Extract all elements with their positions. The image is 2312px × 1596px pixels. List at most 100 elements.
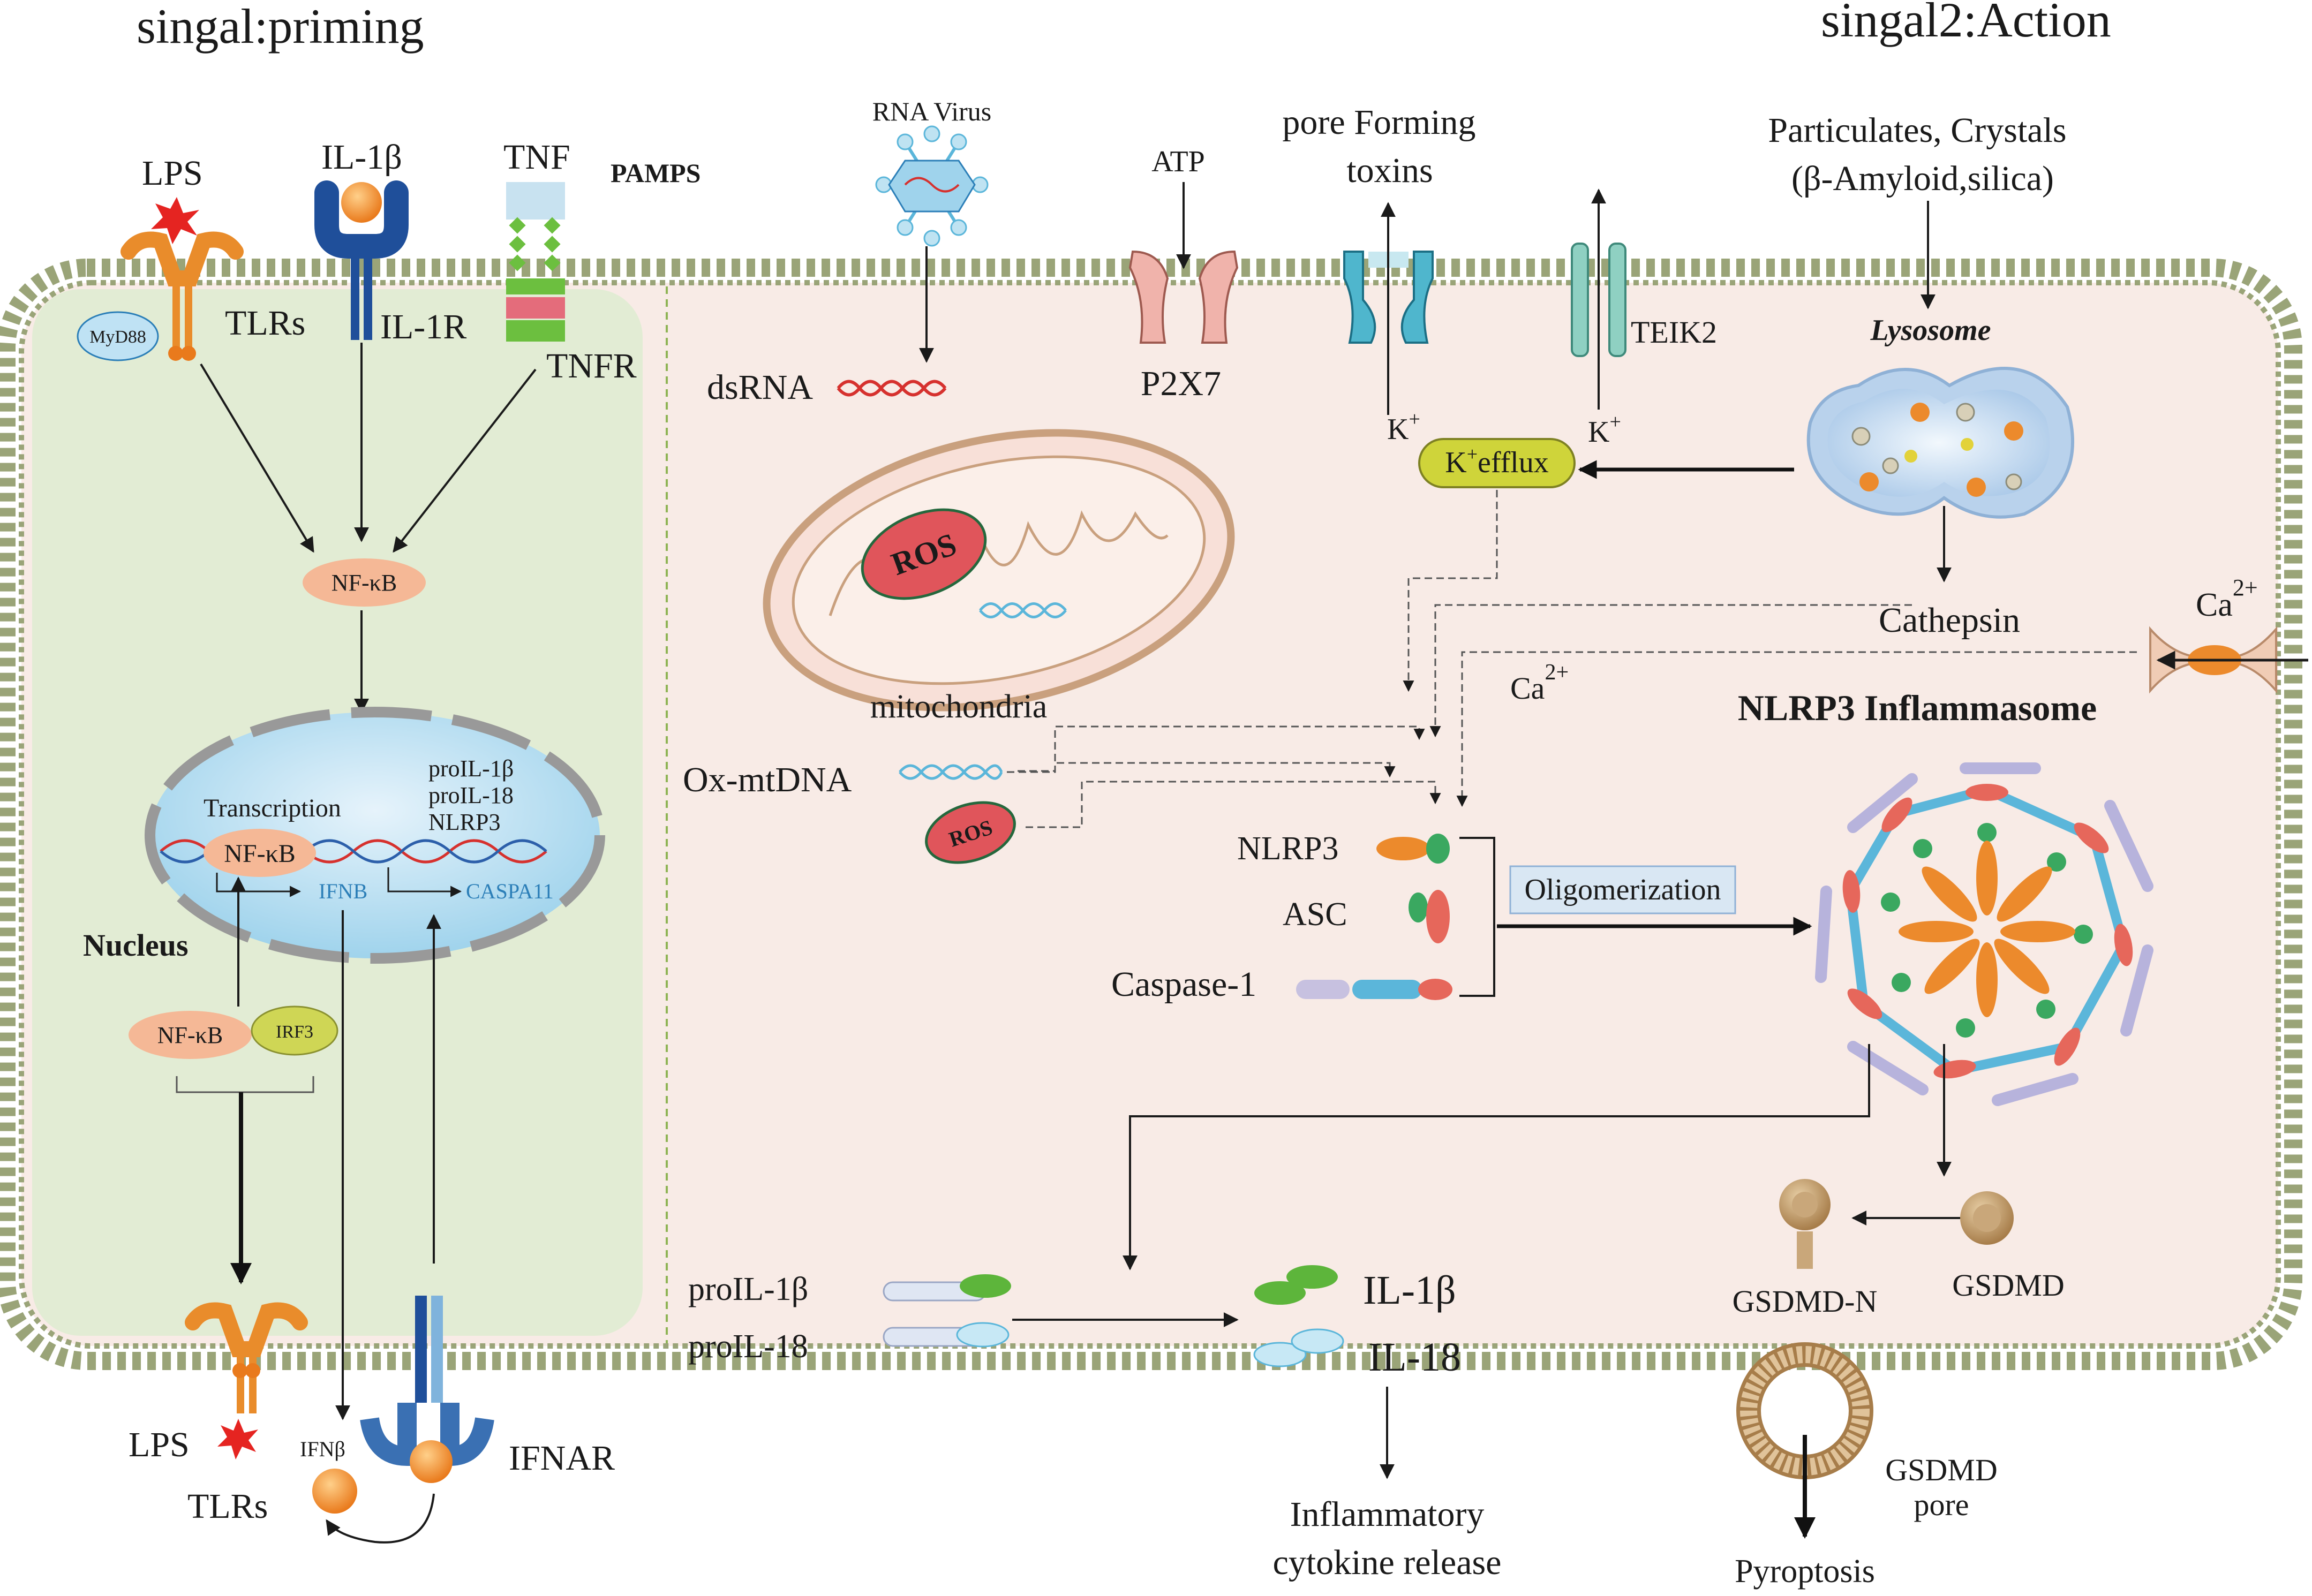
pyroptosis-label: Pyroptosis (1735, 1553, 1875, 1590)
nfkb-upper-label: NF-κB (332, 570, 397, 596)
gene-proil18: proIL-18 (428, 782, 514, 808)
dsrna-helix (837, 380, 947, 397)
k-efflux-label: K+efflux (1445, 443, 1548, 479)
mitochondria-label: mitochondria (870, 689, 1048, 725)
caspase1-label: Caspase-1 (1111, 965, 1256, 1004)
gene-nlrp3: NLRP3 (428, 809, 500, 835)
title-priming: singal:priming (137, 0, 424, 54)
irf3-icon (251, 1005, 338, 1056)
nlrp3-inflammasome-title: NLRP3 Inflammasome (1738, 687, 2097, 728)
transcription-label: Transcription (204, 794, 341, 822)
oligomerization-box (1509, 865, 1736, 914)
mitochondria: ROS (763, 429, 1235, 712)
inflammatory-line1: Inflammatory (1290, 1495, 1485, 1534)
gsdmd-n-label: GSDMD-N (1733, 1284, 1878, 1319)
lps-tlr-top: LPS MyD88 TLRs (77, 154, 305, 361)
ca-inner-label: Ca2+ (1510, 660, 1569, 706)
irf3-label: IRF3 (276, 1022, 313, 1042)
particulates: Particulates, Crystals (β-Amyloid,silica… (1768, 111, 2067, 309)
lps-top-label: LPS (142, 154, 203, 193)
lps-bottom-label: LPS (129, 1425, 190, 1464)
ifnb-bound-icon (410, 1440, 453, 1483)
bracket-lower (176, 1076, 314, 1093)
pamps-label: PAMPS (611, 158, 701, 188)
gene-proil1b: proIL-1β (428, 755, 514, 782)
tlrs-bottom-label: TLRs (187, 1487, 268, 1526)
inflammasome-complex-icon (1815, 762, 2153, 1106)
il1b-il1r: IL-1β IL-1R (314, 138, 466, 346)
ox-mtdna-helix (899, 764, 1003, 780)
cell-membrane-outer (0, 259, 2302, 1370)
ifnb-gene-label: IFNB (319, 879, 367, 903)
k-efflux-box (1418, 438, 1576, 488)
calcium-channel: Ca2+ Ca2+ (1510, 574, 2308, 706)
oligomerization-label: Oligomerization (1524, 873, 1721, 906)
rna-virus: RNA Virus (872, 96, 992, 247)
nfkb-lower (129, 1011, 252, 1059)
k-plus-right: K+ (1588, 411, 1621, 449)
cell-membrane-inner (19, 280, 2281, 1349)
il1b-label: IL-1β (1363, 1268, 1456, 1313)
tnf-tnfr: TNF PAMPS TNFR (503, 138, 701, 385)
nfkb-nucleus-label: NF-κB (224, 839, 296, 868)
arrow-inflammasome-to-cytokines (1123, 1044, 1870, 1270)
bracket-components (1459, 837, 1495, 997)
nlrp3-label: NLRP3 (1237, 830, 1338, 867)
p2x7-label: P2X7 (1141, 364, 1221, 403)
inflammatory-line2: cytokine release (1273, 1543, 1502, 1582)
gsdmd-pore-icon: GSDMD pore Pyroptosis (1735, 1342, 1998, 1590)
proil1b-label: proIL-1β (688, 1271, 808, 1307)
myd88-label: MyD88 (89, 327, 146, 347)
tlrs-top-label: TLRs (225, 304, 305, 343)
lysosome: Lysosome (1806, 314, 2074, 519)
proil18-label: proIL-18 (688, 1328, 808, 1365)
title-action: singal2:Action (1821, 0, 2111, 47)
atp-p2x7: ATP P2X7 (1128, 145, 1239, 403)
caspa11-label: CASPA11 (466, 879, 554, 903)
dashed-signals (1007, 490, 2137, 828)
asc-icon (1409, 892, 1428, 922)
ifnar-label: IFNAR (509, 1439, 615, 1478)
il18-label: IL-18 (1368, 1335, 1461, 1380)
ox-mtdna-label: Ox-mtDNA (683, 760, 852, 799)
myd88-icon (77, 311, 159, 361)
arrow-tlr-to-nfkb (200, 363, 314, 553)
lps-star-bottom-icon (217, 1419, 258, 1459)
pore-toxins: pore Forming toxins K+ (1282, 103, 1475, 446)
nfkb-upper (303, 558, 426, 607)
lps-star-icon (151, 197, 199, 244)
nfkb-lower-label: NF-κB (157, 1022, 223, 1048)
arrow-tnfr-to-nfkb (393, 368, 537, 553)
lysosome-label: Lysosome (1870, 314, 1991, 347)
nucleus-label: Nucleus (83, 928, 189, 963)
gsdmd-pore-line2: pore (1914, 1487, 1969, 1522)
k-plus-left: K+ (1387, 408, 1420, 446)
rna-virus-label: RNA Virus (872, 96, 992, 126)
gsdmd-label: GSDMD (1952, 1268, 2065, 1303)
ca-outer-label: Ca2+ (2196, 574, 2258, 623)
il18-mature-icon (1253, 1342, 1307, 1367)
teik2-label: TEIK2 (1631, 315, 1717, 350)
nlrp3-icon (1376, 837, 1430, 860)
cathepsin-label: Cathepsin (1879, 601, 2020, 640)
gsdmd-pore-line1: GSDMD (1885, 1453, 1998, 1487)
pore-toxins-line2: toxins (1346, 151, 1433, 190)
particulates-line1: Particulates, Crystals (1768, 111, 2066, 150)
k-efflux: K+efflux (1418, 438, 1576, 488)
dsrna-label: dsRNA (707, 368, 813, 407)
nfkb-in-nucleus (204, 829, 316, 877)
tnf-label: TNF (503, 138, 570, 177)
il1b-top-label: IL-1β (321, 138, 402, 177)
il1r-label: IL-1R (380, 307, 466, 346)
ifnb-ligand-label: IFNβ (300, 1437, 345, 1461)
ros-mito-icon (861, 508, 987, 600)
lps-tlr-bottom: LPS TLRs (129, 1302, 308, 1526)
asc-label: ASC (1283, 896, 1347, 933)
particulates-line2: (β-Amyloid,silica) (1791, 159, 2054, 198)
teik2-channel: TEIK2 K+ (1571, 188, 1717, 449)
caspase1-icon (1296, 980, 1350, 999)
nucleus: Transcription proIL-1β proIL-18 NLRP3 NF… (145, 707, 605, 964)
ros-small-icon (925, 801, 1016, 864)
